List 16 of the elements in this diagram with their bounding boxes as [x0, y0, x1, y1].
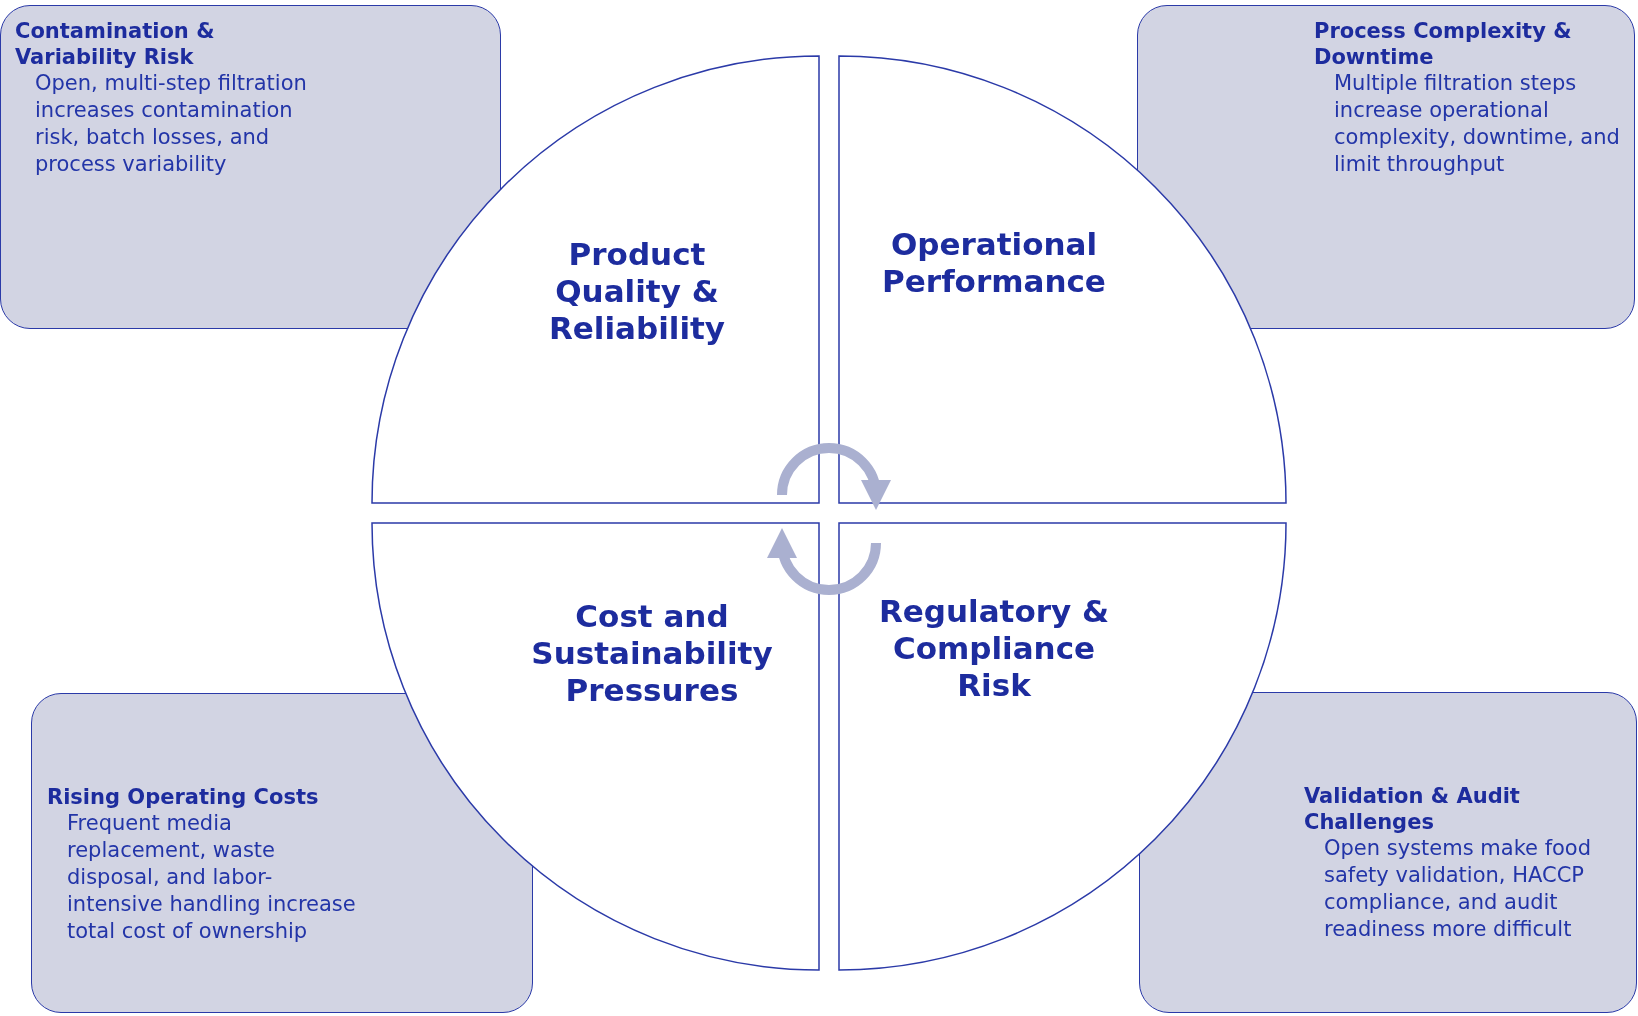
quadrant-title: Regulatory & Compliance Risk: [877, 593, 1111, 704]
info-card: [31, 693, 533, 1013]
info-card: [1139, 692, 1637, 1013]
card-heading: Contamination & Variability Risk: [15, 18, 216, 70]
card-heading: Validation & Audit Challenges: [1304, 783, 1521, 835]
card-heading: Process Complexity & Downtime: [1314, 18, 1573, 70]
info-card: [0, 5, 501, 329]
card-description: Open systems make food safety validation, HACCP compliance, and audit readiness more difficult: [1324, 835, 1593, 943]
card-description: Multiple filtration steps increase operational complexity, downtime, and limit throughput: [1334, 70, 1621, 178]
card-description: Open, multi-step filtration increases contamination risk, batch losses, and process variability: [35, 70, 308, 178]
info-card: [1137, 5, 1635, 329]
quadrant-title: Cost and Sustainability Pressures: [530, 598, 774, 709]
card-description: Frequent media replacement, waste disposal, and labor-intensive handling increase total cost of ownership: [67, 810, 357, 945]
quadrant-title: Operational Performance: [881, 226, 1107, 300]
quadrant-title: Product Quality & Reliability: [547, 236, 727, 347]
card-heading: Rising Operating Costs: [47, 784, 320, 810]
